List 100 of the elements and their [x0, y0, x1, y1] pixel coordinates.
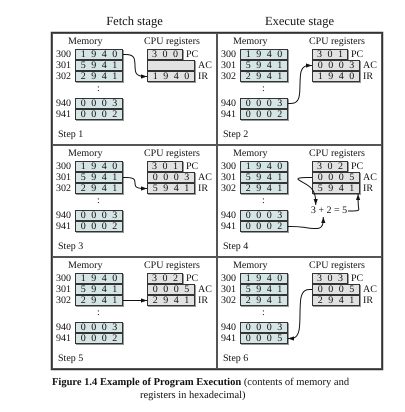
memory-heading: Memory — [68, 149, 102, 159]
register-name: AC — [198, 61, 212, 71]
register-cell: 3 0 2 — [312, 161, 348, 172]
ellipsis-mark: : — [97, 84, 100, 94]
memory-heading: Memory — [68, 261, 102, 271]
ellipsis-mark: : — [262, 84, 265, 94]
memory-cell: 1 9 4 0 — [240, 49, 288, 60]
register-name: IR — [363, 296, 373, 306]
register-name: AC — [363, 61, 377, 71]
address-label: 941 — [56, 110, 71, 120]
address-label: 301 — [221, 173, 236, 183]
address-label: 940 — [56, 99, 71, 109]
register-cell: 1 9 4 0 — [312, 71, 360, 82]
address-label: 940 — [221, 211, 236, 221]
address-label: 300 — [56, 50, 71, 60]
address-label: 940 — [56, 211, 71, 221]
address-label: 300 — [221, 162, 236, 172]
step-panel — [217, 33, 382, 145]
memory-cell: 0 0 0 3 — [75, 98, 123, 109]
memory-cell: 2 9 4 1 — [240, 295, 288, 306]
address-label: 302 — [221, 296, 236, 306]
address-label: 302 — [221, 72, 236, 82]
step-label: Step 3 — [58, 242, 84, 252]
memory-cell: 2 9 4 1 — [240, 183, 288, 194]
register-name: PC — [186, 50, 198, 60]
memory-cell: 0 0 0 3 — [240, 322, 288, 333]
memory-cell: 1 9 4 0 — [75, 273, 123, 284]
arrow — [288, 216, 326, 230]
step-panel — [52, 145, 217, 257]
ellipsis-mark: : — [262, 196, 265, 206]
register-cell: 2 9 4 1 — [312, 295, 360, 306]
step-label: Step 6 — [223, 354, 248, 364]
register-cell: 5 9 4 1 — [147, 183, 195, 194]
memory-cell: 0 0 0 3 — [240, 210, 288, 221]
memory-cell: 2 9 4 1 — [75, 183, 123, 194]
register-name: PC — [186, 162, 198, 172]
step-label: Step 5 — [58, 354, 84, 364]
memory-cell: 1 9 4 0 — [75, 49, 123, 60]
register-cell: 2 9 4 1 — [147, 295, 195, 306]
memory-cell: 5 9 4 1 — [75, 284, 123, 295]
register-cell: 3 0 3 — [312, 273, 348, 284]
registers-heading: CPU registers — [144, 149, 200, 159]
arrow — [297, 177, 318, 206]
address-label: 941 — [221, 110, 236, 120]
memory-cell: 0 0 0 5 — [240, 333, 288, 344]
address-label: 940 — [221, 99, 236, 109]
address-label: 302 — [56, 72, 71, 82]
registers-heading: CPU registers — [309, 261, 365, 271]
register-cell: 3 0 0 — [147, 49, 183, 60]
figure-caption: Figure 1.4 Example of Program Execution (contents of memory and registers in hexadecimal) — [52, 376, 350, 402]
arrow — [348, 194, 360, 212]
address-label: 301 — [56, 61, 71, 71]
ellipsis-mark: : — [97, 308, 100, 318]
register-name: AC — [198, 285, 212, 295]
register-cell: 0 0 0 3 — [312, 60, 360, 71]
step-panel — [217, 257, 382, 369]
address-label: 302 — [56, 184, 71, 194]
memory-heading: Memory — [233, 149, 268, 159]
register-name: PC — [351, 274, 364, 284]
memory-cell: 1 9 4 0 — [240, 161, 288, 172]
equation-label: 3 + 2 = 5 — [310, 205, 348, 217]
register-cell: 0 0 0 5 — [147, 284, 195, 295]
memory-cell: 2 9 4 1 — [75, 71, 123, 82]
address-label: 941 — [56, 334, 71, 344]
register-cell: 3 0 1 — [147, 161, 183, 172]
register-name: IR — [198, 72, 208, 82]
memory-heading: Memory — [68, 37, 102, 47]
memory-cell: 0 0 0 3 — [75, 210, 123, 221]
register-cell: 3 0 2 — [147, 273, 183, 284]
memory-cell: 5 9 4 1 — [240, 172, 288, 183]
memory-heading: Memory — [233, 261, 268, 271]
register-cell: 1 9 4 0 — [147, 71, 195, 82]
register-name: IR — [363, 184, 373, 194]
step-label: Step 2 — [223, 130, 248, 140]
address-label: 302 — [221, 184, 236, 194]
step-panel — [52, 257, 217, 369]
register-name: PC — [351, 162, 364, 172]
memory-cell: 0 0 0 2 — [240, 221, 288, 232]
memory-cell: 1 9 4 0 — [240, 273, 288, 284]
register-cell: 3 0 1 — [312, 49, 348, 60]
register-name: AC — [198, 173, 212, 183]
address-label: 301 — [56, 173, 71, 183]
step-panel — [52, 33, 217, 145]
memory-cell: 2 9 4 1 — [240, 71, 288, 82]
registers-heading: CPU registers — [309, 149, 365, 159]
memory-cell: 0 0 0 2 — [240, 109, 288, 120]
register-name: PC — [351, 50, 364, 60]
address-label: 300 — [56, 274, 71, 284]
step-label: Step 4 — [223, 242, 248, 252]
address-label: 941 — [221, 334, 236, 344]
registers-heading: CPU registers — [144, 37, 200, 47]
register-name: IR — [363, 72, 373, 82]
memory-cell: 0 0 0 3 — [75, 322, 123, 333]
address-label: 941 — [56, 222, 71, 232]
register-cell: 0 0 0 5 — [312, 284, 360, 295]
memory-cell: 1 9 4 0 — [75, 161, 123, 172]
address-label: 940 — [56, 323, 71, 333]
memory-cell: 5 9 4 1 — [240, 60, 288, 71]
memory-cell: 0 0 0 2 — [75, 109, 123, 120]
register-cell: 0 0 0 3 — [147, 172, 195, 183]
